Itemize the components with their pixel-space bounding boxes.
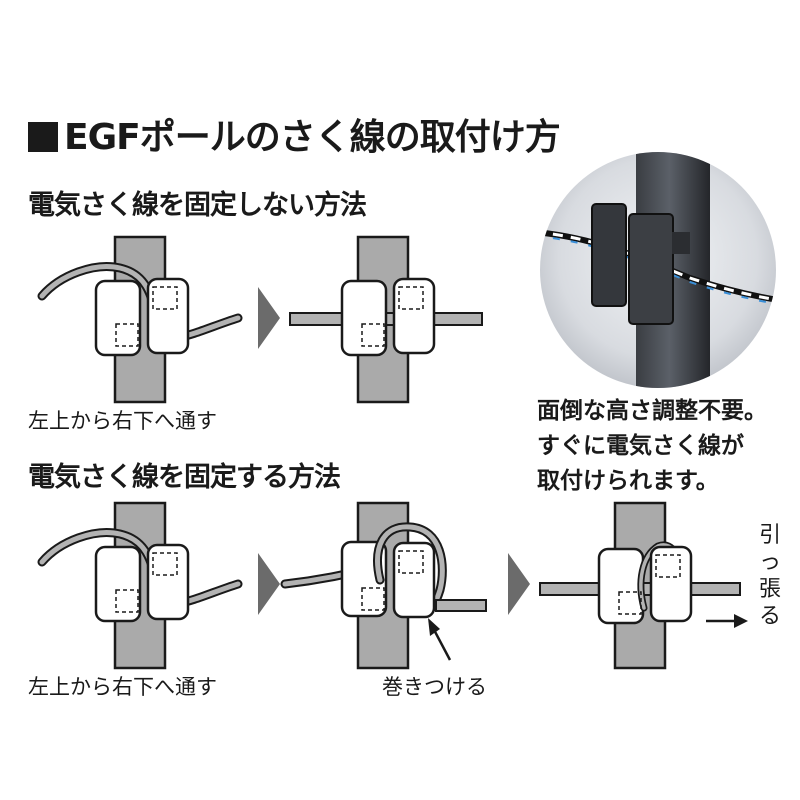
next-step-arrow-icon [508, 553, 530, 615]
clip-right [146, 543, 190, 621]
s1-diagram-b [289, 235, 483, 404]
s2-diagram-b [280, 501, 487, 670]
s1-diagram-a [37, 235, 243, 404]
square-bullet-icon [28, 122, 58, 152]
s2-caption-left: 左上から右下へ通す [28, 675, 217, 699]
s2-diagram-a [37, 501, 243, 670]
clip-left [94, 279, 142, 357]
s2-diagram-c [539, 501, 748, 670]
section1-heading: 電気さく線を固定しない方法 [28, 190, 367, 221]
wire [435, 599, 487, 612]
clip-right [392, 541, 436, 619]
photo-note: 面倒な高さ調整不要。 すぐに電気さく線が 取付けられます。 [537, 398, 767, 494]
page-title: EGFポールのさく線の取付け方 [28, 108, 561, 160]
clip-left [94, 545, 142, 623]
next-step-arrow-icon [258, 287, 280, 349]
clip-right [146, 277, 190, 355]
clip-right [649, 545, 693, 623]
photo-clip-left [591, 203, 627, 307]
pull-label: 引 っ 張 る [758, 523, 781, 629]
s1-caption: 左上から右下へ通す [28, 409, 217, 433]
clip-left [340, 279, 388, 357]
photo-clip-right [628, 213, 674, 325]
s2-caption-wrap: 巻きつける [382, 675, 487, 699]
section2-heading: 電気さく線を固定する方法 [28, 462, 341, 493]
product-photo [540, 152, 776, 388]
next-step-arrow-icon [258, 553, 280, 615]
clip-left [597, 547, 645, 625]
clip-right [392, 277, 436, 355]
